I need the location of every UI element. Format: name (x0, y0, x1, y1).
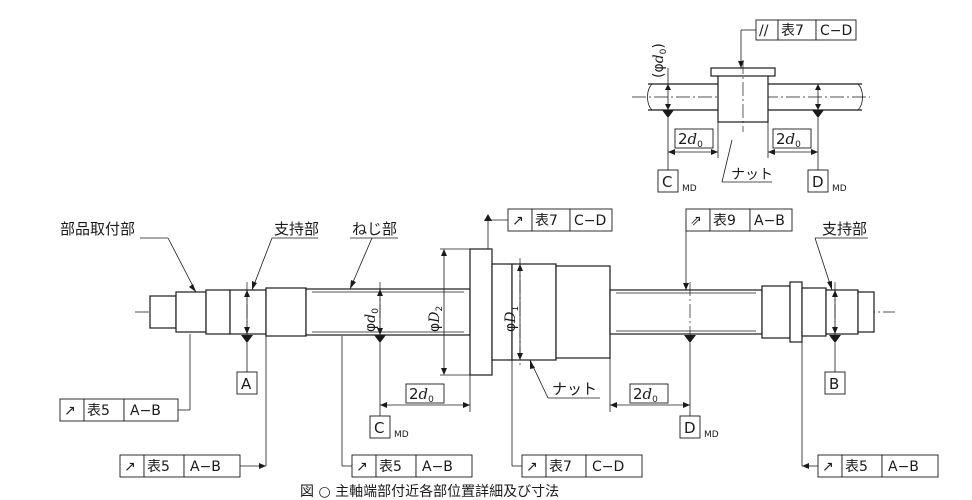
frame-runout-table5-right: ↗ 表5 A−B (817, 454, 939, 478)
svg-text:表5: 表5 (87, 403, 110, 419)
svg-text:(φd0): (φd0) (651, 43, 669, 78)
datum-d-main: D MD (679, 415, 719, 440)
svg-text:φD1: φD1 (503, 306, 521, 332)
label-support-right: 支持部 (822, 220, 867, 238)
svg-text:表7: 表7 (535, 213, 558, 229)
svg-text:2d0: 2d0 (633, 385, 658, 405)
svg-text:A: A (241, 375, 252, 393)
svg-text:表7: 表7 (549, 459, 572, 475)
detail-parallelism-frame: // 表7 C−D (755, 19, 857, 41)
dim-d0-label: φd0 (363, 308, 381, 332)
datum-a: A (236, 371, 258, 395)
label-part-mount: 部品取付部 (60, 220, 135, 238)
detail-d0-label: (φd0) (651, 43, 669, 78)
label-support-left: 支持部 (274, 220, 319, 238)
svg-text:φd0: φd0 (363, 308, 381, 332)
svg-text:C−D: C−D (592, 459, 624, 475)
svg-text:表5: 表5 (845, 459, 868, 475)
dim-D1-label: φD1 (503, 306, 521, 332)
datum-b: B (824, 371, 846, 395)
datum-c-main: C MD (369, 415, 409, 440)
svg-text:2d0: 2d0 (409, 385, 434, 405)
frame-runout-table5-mid: ↗ 表5 A−B (351, 454, 473, 478)
svg-text:A−B: A−B (422, 459, 453, 475)
frame-runout-table7-top: ↗ 表7 C−D (507, 208, 613, 232)
label-thread: ねじ部 (352, 220, 397, 238)
detail-nut-label: ナット (731, 167, 773, 183)
svg-text:C: C (374, 419, 384, 437)
svg-text:A−B: A−B (754, 213, 785, 229)
main-2d0-right-label: 2d0 (629, 383, 669, 405)
svg-text:2d0: 2d0 (776, 130, 801, 150)
svg-text:D: D (684, 419, 696, 437)
svg-text:A−B: A−B (130, 403, 161, 419)
dim-D2-label: φD2 (427, 306, 445, 332)
frame-leaders (178, 214, 818, 469)
svg-text:A−B: A−B (888, 459, 919, 475)
svg-text:2d0: 2d0 (678, 130, 703, 150)
detail-view (632, 29, 870, 183)
svg-text:↗: ↗ (512, 213, 524, 229)
svg-text:表7: 表7 (781, 23, 804, 39)
frame-total-runout-table9: ⇗ 表9 A−B (685, 208, 793, 232)
main-shaft (135, 248, 895, 416)
svg-text:↗: ↗ (64, 403, 76, 419)
svg-text:↗: ↗ (124, 459, 136, 475)
frame-runout-table5-bottom-left: ↗ 表5 A−B (119, 454, 241, 478)
detail-2d0-left-label: 2d0 (674, 128, 714, 150)
frame-runout-table7-bottom: ↗ 表7 C−D (521, 454, 643, 478)
detail-datum-d: D MD (807, 169, 847, 194)
detail-2d0-right-label: 2d0 (772, 128, 812, 150)
svg-text:C−D: C−D (820, 23, 852, 39)
svg-text:MD: MD (682, 184, 697, 194)
svg-text:A−B: A−B (190, 459, 221, 475)
svg-text:↗: ↗ (526, 459, 538, 475)
label-nut: ナット (552, 380, 597, 398)
svg-text:B: B (829, 375, 839, 393)
svg-text:⇗: ⇗ (690, 213, 702, 229)
svg-text:表5: 表5 (147, 459, 170, 475)
main-2d0-left-label: 2d0 (405, 383, 445, 405)
svg-text:C−D: C−D (574, 213, 606, 229)
frame-runout-table5-left: ↗ 表5 A−B (59, 398, 179, 422)
svg-text:D: D (812, 173, 824, 191)
svg-text:MD: MD (394, 430, 409, 440)
svg-text:C: C (662, 173, 672, 191)
svg-text:表5: 表5 (379, 459, 402, 475)
detail-datum-c: C MD (657, 169, 697, 194)
leader-lines (140, 237, 868, 399)
svg-text://: // (759, 23, 769, 39)
svg-text:MD: MD (832, 184, 847, 194)
svg-text:表9: 表9 (713, 213, 736, 229)
figure-caption: 図 ○ 主軸端部付近各部位置詳細及び寸法 (300, 484, 559, 500)
svg-text:↗: ↗ (356, 459, 368, 475)
svg-text:MD: MD (704, 430, 719, 440)
svg-text:↗: ↗ (822, 459, 834, 475)
svg-text:φD2: φD2 (427, 306, 445, 332)
